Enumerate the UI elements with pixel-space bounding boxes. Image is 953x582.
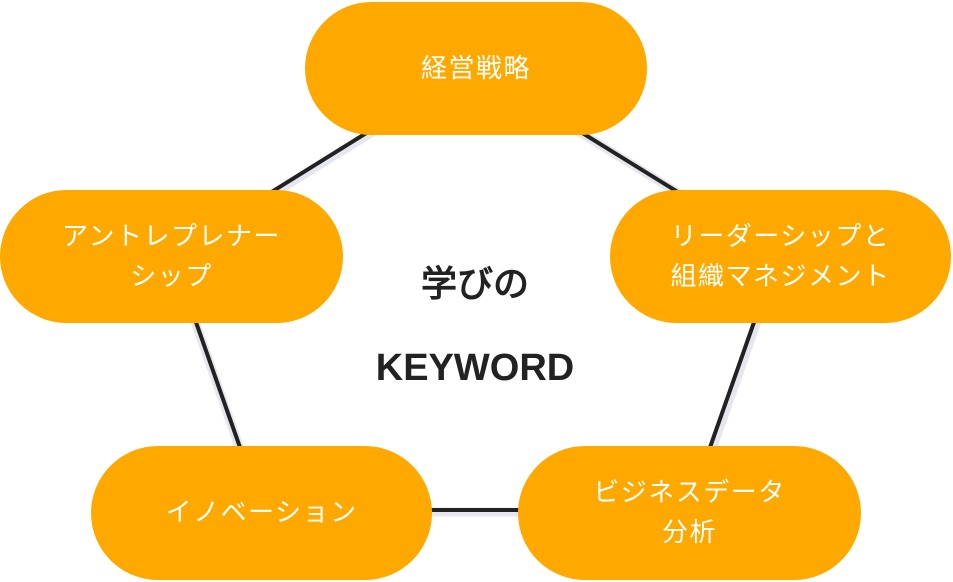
node-label-line: 組織マネジメント xyxy=(670,261,891,292)
node-label-line: 経営戦略 xyxy=(420,53,531,84)
node-label-line: 分析 xyxy=(661,518,717,548)
node-label-line: アントレプレナー xyxy=(62,221,281,252)
node-entrepreneurship: アントレプレナー シップ xyxy=(0,190,343,323)
node-business-data-analysis: ビジネスデータ 分析 xyxy=(518,446,861,580)
node-business-strategy: 経営戦略 xyxy=(305,2,647,135)
node-label-line: シップ xyxy=(130,261,213,292)
node-label-line: リーダーシップと xyxy=(670,221,891,252)
node-label-line: イノベーション xyxy=(165,498,358,528)
center-title-line1: 学びの xyxy=(420,263,529,304)
center-title: 学びの KEYWORD xyxy=(340,262,610,390)
node-innovation: イノベーション xyxy=(91,446,432,580)
center-title-line2: KEYWORD xyxy=(375,347,575,389)
node-leadership-organization: リーダーシップと 組織マネジメント xyxy=(610,190,951,323)
node-label-line: ビジネスデータ xyxy=(593,478,786,508)
